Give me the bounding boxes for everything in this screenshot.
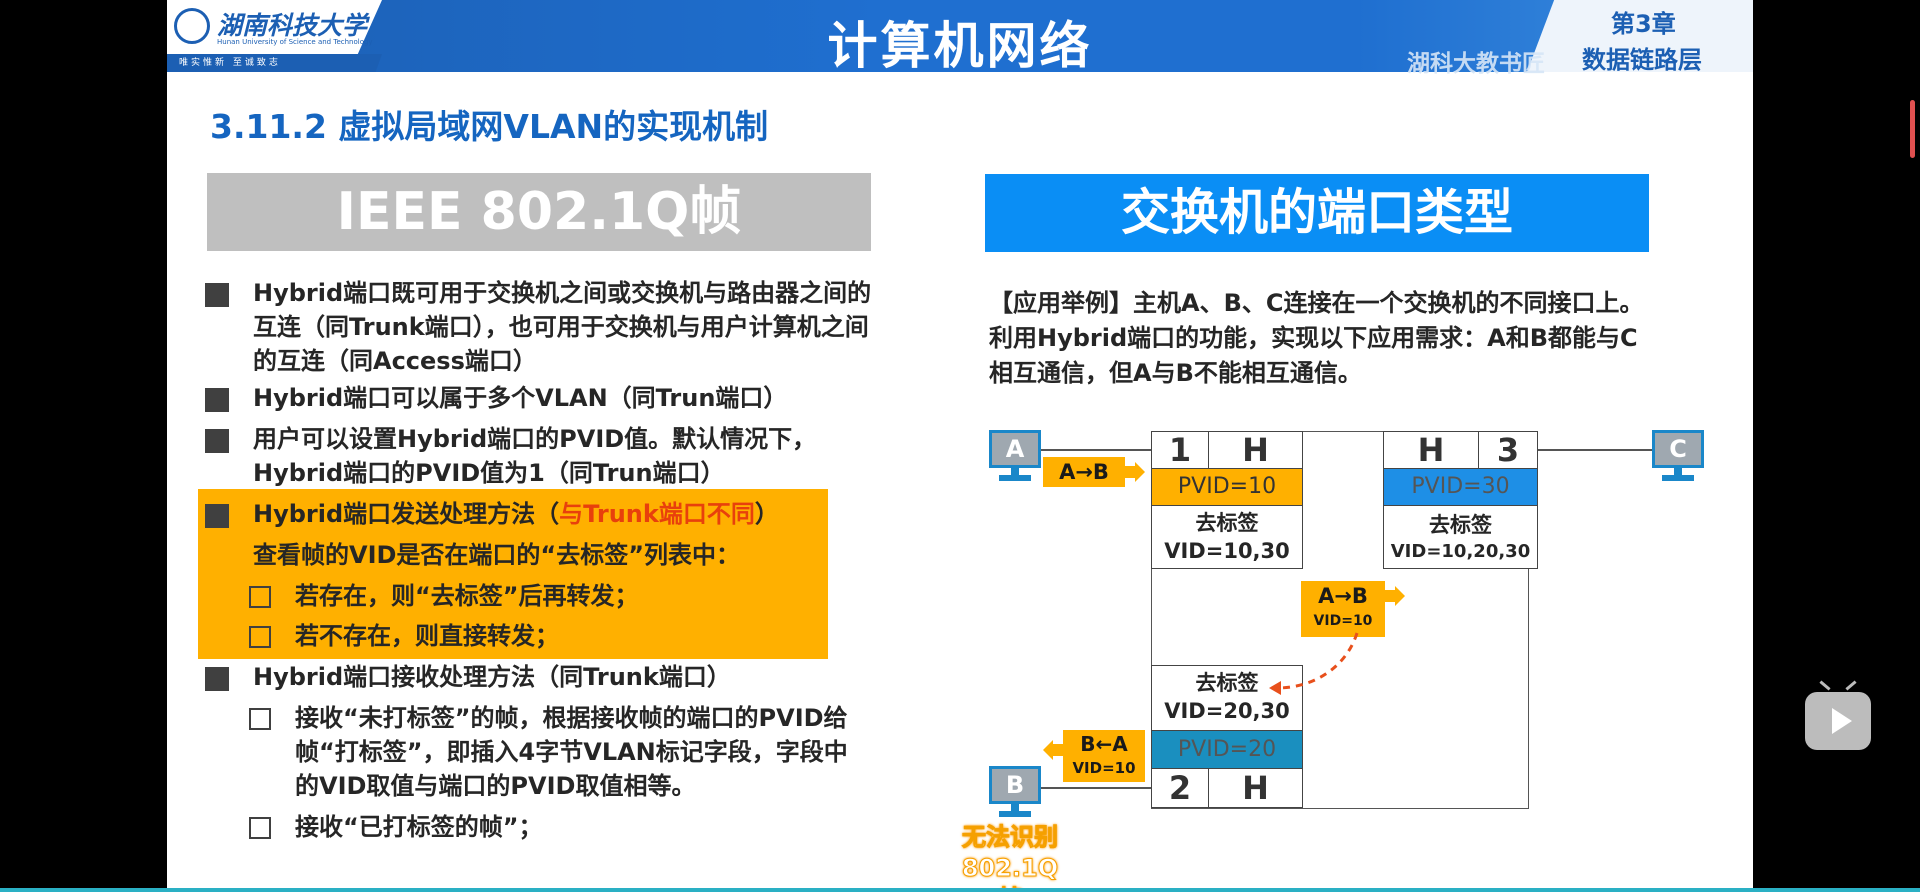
tag-arrow-right-icon [1123, 462, 1145, 482]
application-example-text: 【应用举例】主机A、B、C连接在一个交换机的不同接口上。利用Hybrid端口的功… [989, 289, 1644, 387]
section-title: 3.11.2 虚拟局域网VLAN的实现机制 [210, 107, 769, 146]
tag-arrow-left-icon [1043, 740, 1065, 760]
highlight-box [198, 489, 828, 659]
watermark: 湖科大教书匠 [1407, 51, 1545, 77]
bullet-square-icon [205, 667, 229, 691]
bullet-square-icon [205, 504, 229, 528]
university-motto: 唯实惟新 至诚致志 [179, 58, 281, 68]
slide: 湖南科技大学 Hunan University of Science and T… [167, 0, 1753, 892]
checkbox-square-icon [249, 586, 271, 608]
port1-pvid: PVID=10 [1151, 468, 1303, 506]
port3-untag-vids: VID=10,20,30 [1390, 541, 1531, 562]
host-a-icon: A [989, 430, 1041, 482]
link-a-port1 [1025, 449, 1151, 451]
bullet-text: Hybrid端口发送处理方法（与Trunk端口不同） [253, 497, 873, 531]
cannot-recognize-note: 无法识别802.1Q帧 [961, 823, 1059, 892]
bullet-square-icon [205, 283, 229, 307]
frame-tag-a-to-b: A→B [1043, 457, 1125, 487]
sub-text: 若存在，则“去标签”后再转发； [295, 582, 639, 610]
bullet-text: 用户可以设置Hybrid端口的PVID值。默认情况下，Hybrid端口的PVID… [253, 425, 817, 487]
frame-tag-inner: A→B VID=10 [1301, 581, 1385, 637]
port2-number: 2 [1151, 768, 1209, 808]
bullet-text: Hybrid端口既可用于交换机之间或交换机与路由器之间的互连（同Trunk端口）… [253, 279, 872, 375]
chapter-panel [1527, 0, 1753, 72]
progress-bar[interactable] [0, 888, 1920, 892]
port1-untag-label: 去标签 [1195, 511, 1259, 535]
course-title: 计算机网络 [827, 17, 1093, 75]
port1-number: 1 [1151, 431, 1209, 469]
bullet-text: Hybrid端口接收处理方法（同Trunk端口） [253, 663, 731, 691]
inner-tag-vid: VID=10 [1313, 613, 1373, 629]
frame-tag-b-from-a: B←A VID=10 [1063, 730, 1145, 782]
motto-bar [167, 54, 382, 72]
port3-type: H [1383, 431, 1479, 469]
port2-type: H [1208, 768, 1303, 808]
host-b-label: B [989, 766, 1041, 804]
port2-untag-vids: VID=20,30 [1164, 699, 1290, 723]
right-banner: 交换机的端口类型 [985, 174, 1649, 252]
host-c-icon: C [1652, 430, 1704, 482]
sub-text: 接收“未打标签”的帧，根据接收帧的端口的PVID给帧“打标签”，即插入4字节VL… [295, 704, 848, 800]
link-b-port2 [1025, 787, 1151, 789]
port3-untag-box [1383, 505, 1538, 569]
port3-untag-label: 去标签 [1429, 513, 1492, 537]
checkbox-square-icon [249, 708, 271, 730]
sub-text: 接收“已打标签的帧”； [295, 813, 543, 841]
side-scroll-indicator[interactable] [1910, 100, 1915, 158]
university-name-en: Hunan University of Science and Technolo… [217, 38, 373, 46]
university-seal-icon [174, 8, 210, 44]
slide-header: 湖南科技大学 Hunan University of Science and T… [167, 0, 1753, 77]
port1-untag-vids: VID=10,30 [1164, 539, 1290, 563]
send-description: 查看帧的VID是否在端口的“去标签”列表中： [253, 541, 740, 569]
inner-tag-title: A→B [1318, 584, 1368, 608]
host-c-label: C [1652, 430, 1704, 468]
bullet-text: Hybrid端口可以属于多个VLAN（同Trun端口） [253, 384, 788, 412]
bullet-text-red: 与Trunk端口不同 [559, 500, 755, 528]
dashed-curve-arrow-icon [1269, 632, 1359, 695]
university-name: 湖南科技大学 [217, 11, 368, 40]
checkbox-square-icon [249, 626, 271, 648]
sub-text: 若不存在，则直接转发； [295, 622, 559, 650]
left-banner: IEEE 802.1Q帧 [207, 173, 871, 251]
port1-untag-box [1151, 505, 1303, 569]
chapter-name: 数据链路层 [1582, 46, 1702, 74]
port3-number: 3 [1478, 431, 1538, 469]
bullet-square-icon [205, 429, 229, 453]
port2-untag-label: 去标签 [1195, 671, 1259, 695]
host-b-icon: B [989, 766, 1041, 818]
bullet-square-icon [205, 388, 229, 412]
checkbox-square-icon [249, 817, 271, 839]
ba-tag-title: B←A [1080, 732, 1128, 756]
port3-pvid: PVID=30 [1383, 468, 1538, 506]
port1-type: H [1208, 431, 1303, 469]
port2-pvid: PVID=20 [1151, 730, 1303, 769]
bullet-text-close: ） [754, 500, 779, 528]
chapter-number: 第3章 [1611, 10, 1676, 38]
ba-tag-vid: VID=10 [1072, 759, 1136, 777]
link-port3-c [1538, 449, 1652, 451]
play-icon[interactable] [1832, 708, 1852, 734]
inner-tag-arrow-right-icon [1383, 586, 1405, 606]
bullet-text-main: Hybrid端口发送处理方法（ [253, 500, 560, 528]
host-a-label: A [989, 430, 1041, 468]
port2-untag-box [1151, 665, 1303, 731]
